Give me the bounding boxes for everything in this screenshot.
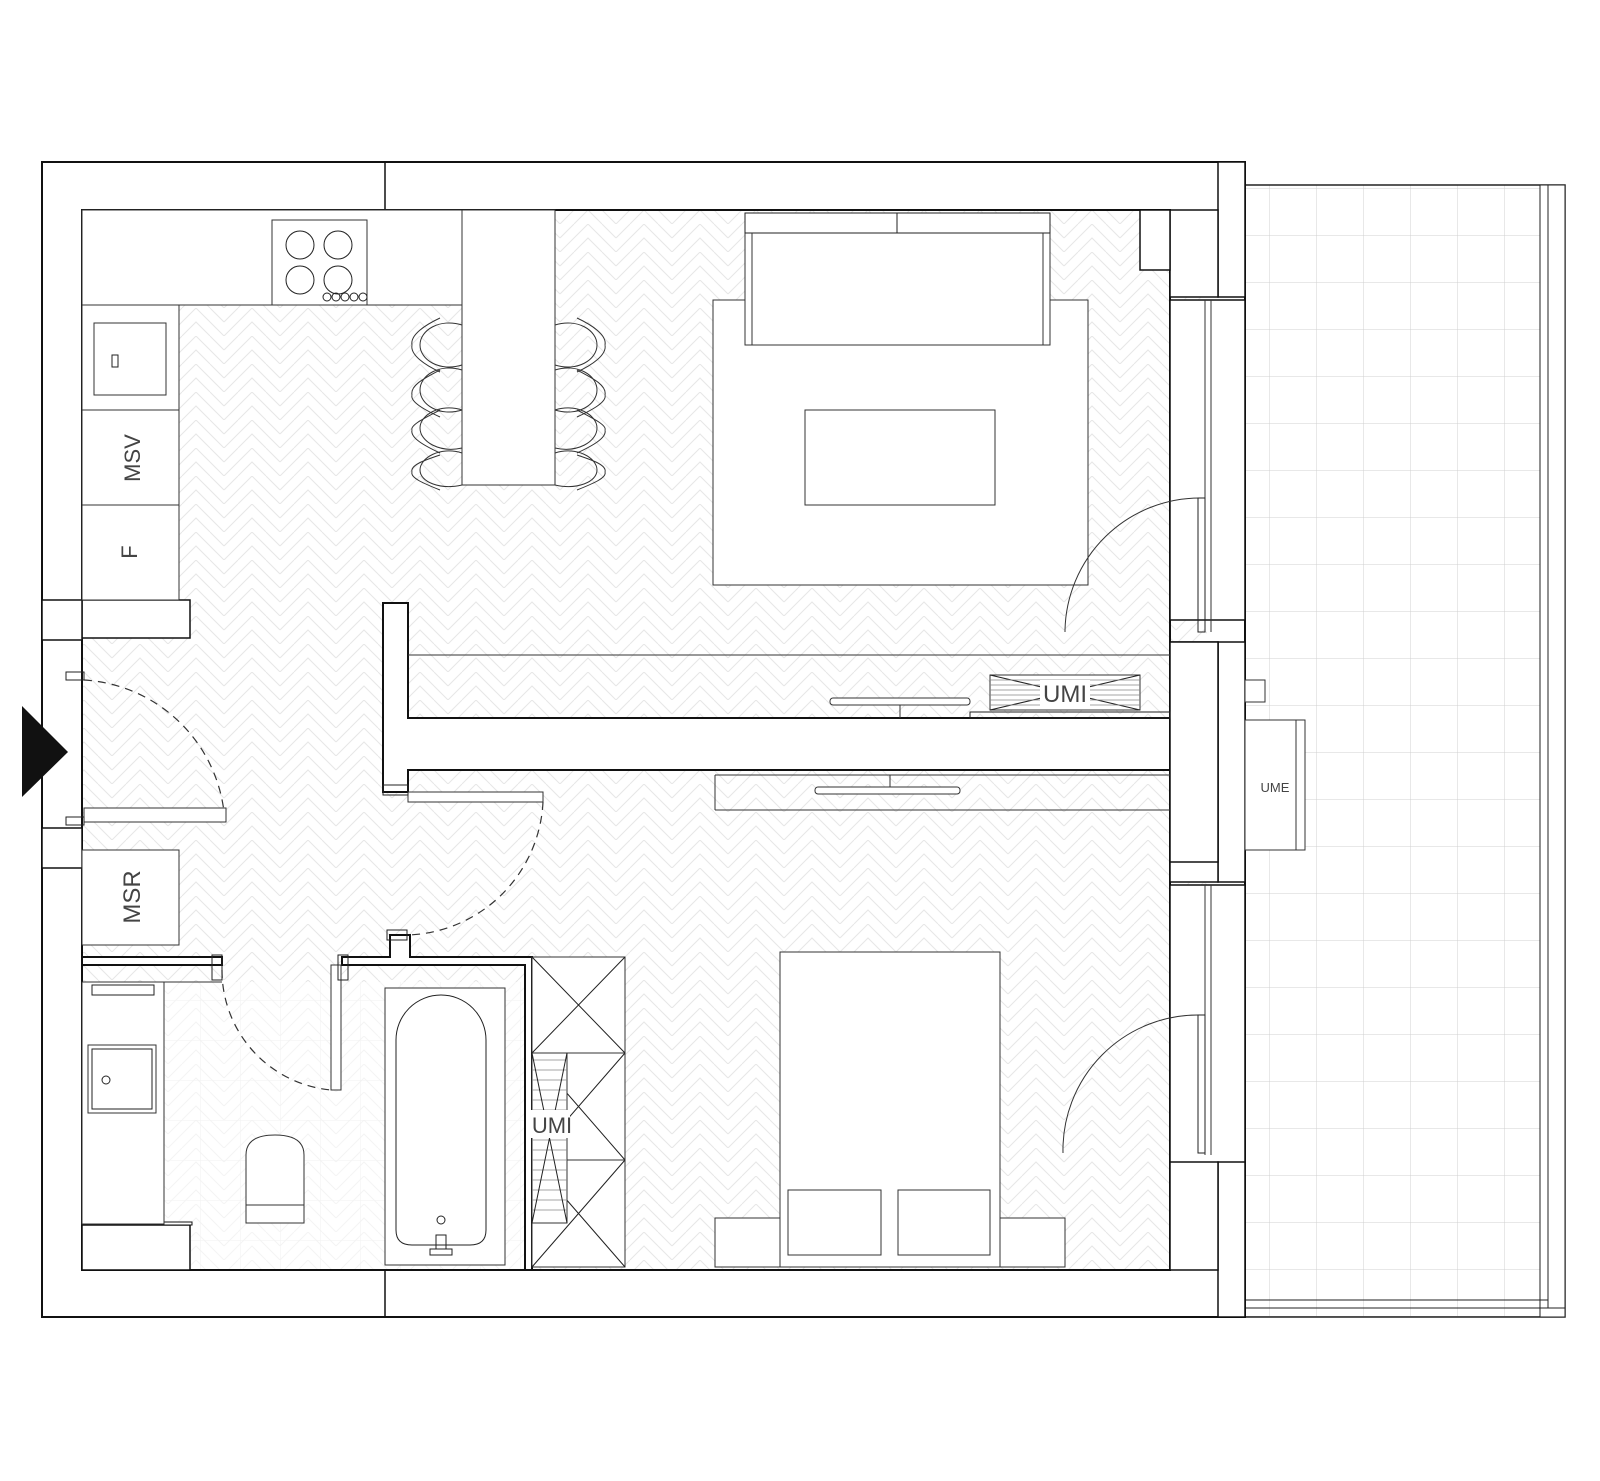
kitchen-island (461, 209, 556, 486)
umi-living-label: UMI (1043, 681, 1087, 708)
kitchen-sink[interactable] (93, 322, 167, 396)
dining-island (411, 209, 606, 491)
msr-label: MSR (119, 870, 146, 923)
bathroom-door[interactable] (221, 964, 342, 1091)
umi-washer-bedroom[interactable]: UMI (530, 1052, 572, 1224)
sofa[interactable] (744, 212, 1051, 346)
bathroom-sink[interactable] (87, 1044, 157, 1114)
cooktop[interactable] (271, 219, 368, 306)
bathroom (81, 964, 506, 1266)
stool-right-3[interactable] (554, 407, 606, 454)
stool-right-4[interactable] (554, 450, 606, 491)
pillow-right (897, 1189, 991, 1256)
stool-left-2[interactable] (411, 367, 463, 418)
tv-bedroom[interactable] (814, 775, 961, 795)
storage-msr[interactable]: MSR (81, 849, 180, 946)
cooktop-knobs[interactable] (322, 292, 368, 302)
umi-bedroom-label: UMI (532, 1113, 572, 1138)
kitchen: MSV F (81, 209, 463, 601)
fridge[interactable] (81, 504, 180, 601)
stool-left-4[interactable] (411, 450, 463, 491)
tv-living[interactable] (829, 697, 971, 718)
ume-label: UME (1261, 780, 1290, 795)
umi-washer-living[interactable]: UMI (989, 674, 1141, 711)
interior-wall (382, 602, 1219, 863)
ume-unit[interactable]: UME (1244, 679, 1306, 851)
dishwasher-msv[interactable] (81, 409, 180, 506)
bedroom-door[interactable] (407, 791, 544, 936)
coffee-table[interactable] (804, 409, 996, 506)
nightstand-right[interactable] (999, 1217, 1066, 1268)
nightstand-left[interactable] (714, 1217, 781, 1268)
balcony-door-bedroom[interactable] (1062, 1014, 1206, 1154)
entry-door-leaf[interactable] (83, 807, 227, 823)
entrance-arrow-icon (22, 706, 68, 797)
msv-label: MSV (120, 434, 145, 482)
pillow-left (787, 1189, 882, 1256)
toilet[interactable] (245, 1134, 305, 1206)
balcony-door-living[interactable] (1064, 497, 1206, 633)
bedroom (714, 775, 1206, 1268)
faucet-icon (111, 354, 119, 368)
entry-door-swing[interactable] (83, 679, 226, 826)
entrance (22, 671, 227, 826)
living-area: UMI (712, 212, 1206, 719)
bathtub[interactable] (384, 987, 506, 1266)
fridge-label: F (117, 545, 142, 558)
door-frames (211, 784, 409, 981)
wardrobe[interactable]: UMI (530, 956, 626, 1268)
stool-right-2[interactable] (554, 367, 606, 418)
stool-left-3[interactable] (411, 407, 463, 454)
